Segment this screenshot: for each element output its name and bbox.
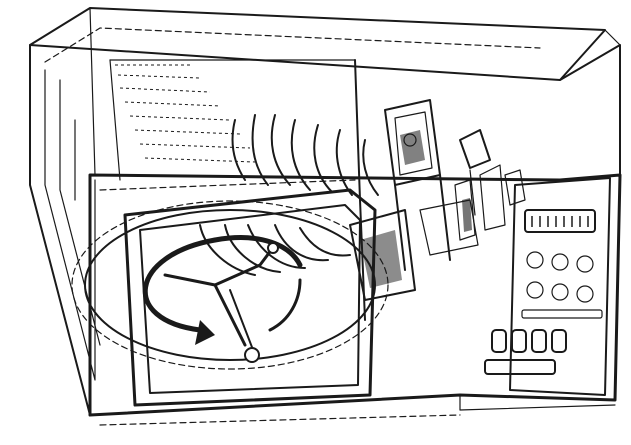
rotation-arrow bbox=[145, 238, 300, 345]
turntable bbox=[72, 201, 388, 369]
side-panel bbox=[45, 70, 100, 380]
waveguide bbox=[350, 175, 478, 300]
stirrer-arm bbox=[165, 243, 278, 362]
control-buttons bbox=[522, 252, 602, 318]
magnetron bbox=[385, 100, 440, 185]
start-buttons bbox=[485, 330, 566, 374]
door-window bbox=[100, 180, 375, 405]
vent-texture bbox=[115, 65, 255, 162]
outer-cabinet bbox=[30, 8, 620, 415]
